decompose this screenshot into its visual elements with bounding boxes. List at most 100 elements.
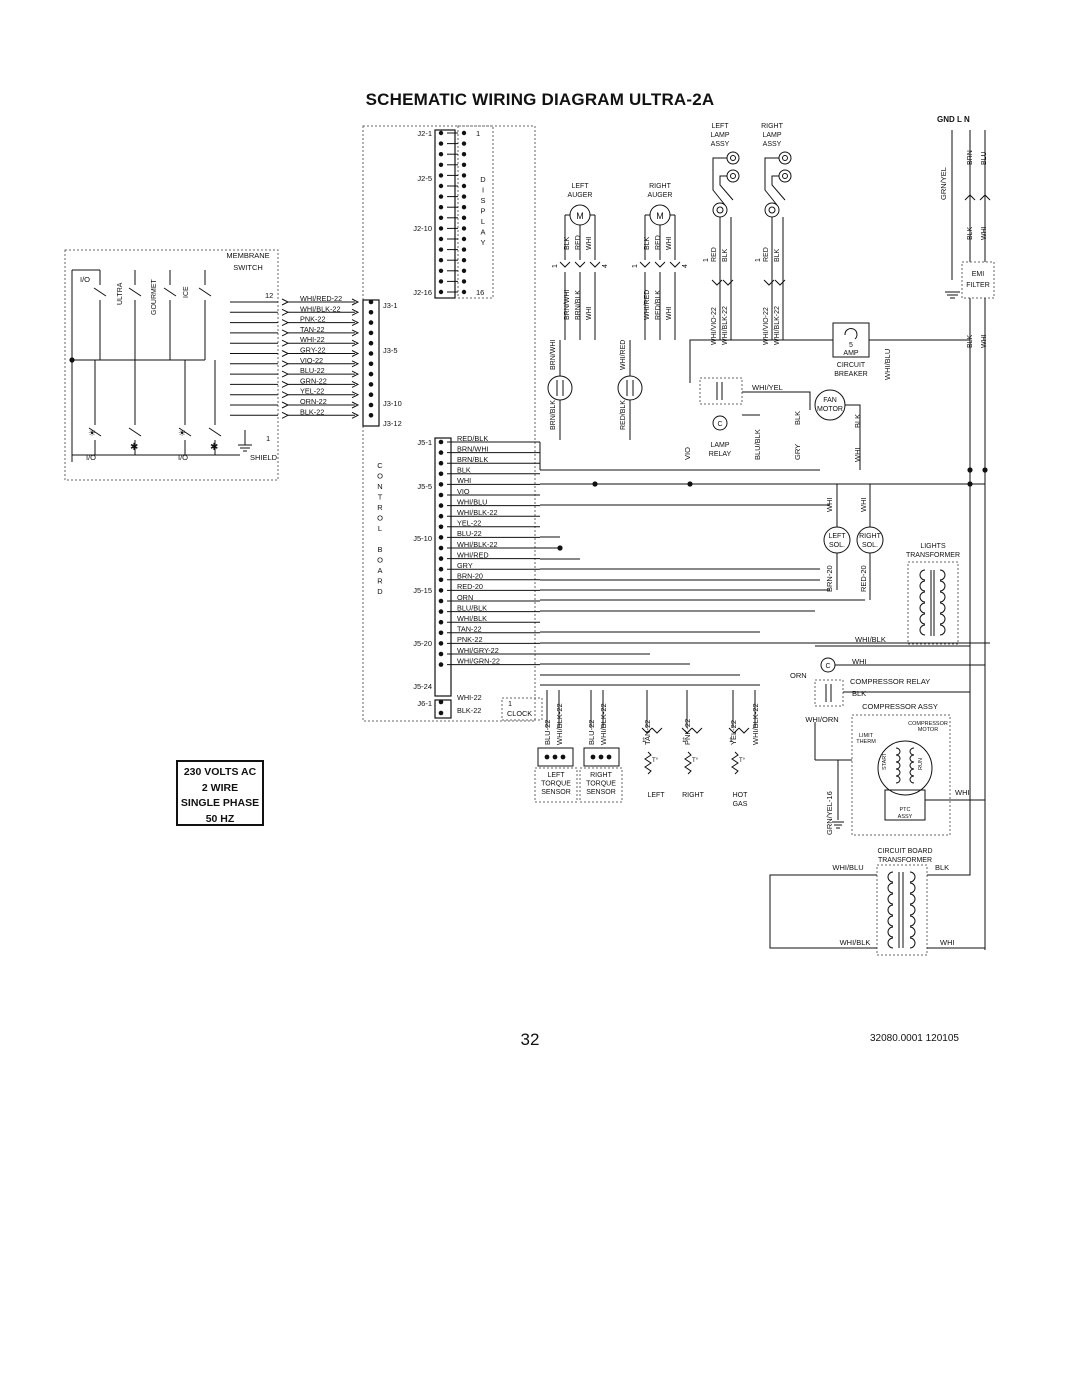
lights-transformer-label: LIGHTS	[920, 543, 946, 550]
j5-pin	[438, 662, 444, 667]
left-thermistor-pin: 1	[642, 737, 646, 744]
j2-pin-left	[438, 130, 444, 136]
j5-wire-label: RED/BLK	[457, 434, 488, 443]
j5-pin	[438, 492, 444, 498]
membrane-label: MEMBRANE	[226, 251, 269, 260]
transformer-coil	[909, 893, 916, 905]
j6-pin	[438, 710, 444, 716]
right-lamp-assy-lead	[771, 175, 786, 201]
switch-ice-contact	[163, 287, 177, 297]
membrane-wire-label: GRN-22	[300, 376, 327, 385]
hot-gas-thermistor-pin: 1	[729, 737, 733, 744]
pin-1-label: 1	[266, 434, 270, 443]
control-board-letter: O	[377, 472, 383, 481]
io-bottom-label-2: I/O	[178, 453, 188, 462]
display-letter: D	[480, 175, 486, 184]
compressor-motor-label: MOTOR	[918, 727, 938, 733]
switch-ice-2-contact	[198, 287, 212, 297]
j5-pin	[438, 556, 444, 561]
bottom-switch-light-left-contact	[128, 427, 142, 437]
grn-yel-label: GRN/YEL	[939, 167, 948, 200]
right-auger-wire-label: RED	[655, 235, 662, 250]
whi-orn-label: WHI/ORN	[805, 715, 838, 724]
harness-chevron	[351, 329, 360, 337]
j2-pin-right	[461, 152, 467, 157]
left-lamp-assy-socket-inner	[730, 173, 736, 179]
vio-label: VIO	[683, 447, 692, 460]
right-solenoid-label: RIGHT	[859, 533, 882, 540]
right-auger-capacitor-label: RED/BLK	[620, 400, 627, 430]
connector-chevron	[711, 279, 734, 286]
right-auger-capacitor	[617, 375, 643, 401]
power-wire: 2 WIRE	[201, 781, 239, 794]
membrane-switch-outline	[64, 249, 279, 481]
j5-wire-label: TAN-22	[457, 625, 482, 634]
harness-chevron	[281, 370, 290, 378]
control-board-letter: O	[377, 556, 383, 565]
j2-pin-label: J2-1	[417, 129, 432, 138]
document-id: 32080.0001 120105	[870, 1033, 959, 1044]
power-spec-box: 230 VOLTS AC 2 WIRE SINGLE PHASE 50 HZ	[176, 760, 264, 826]
j3-pin-label: J3-1	[383, 301, 398, 310]
right-lamp-assy-label: RIGHT	[761, 123, 784, 130]
control-board-letter: R	[377, 577, 383, 586]
membrane-wire-label: WHI/BLK-22	[300, 304, 341, 313]
j5-pin	[438, 513, 444, 519]
right-lamp-assy-lead	[764, 157, 779, 206]
j5-pin	[438, 471, 444, 477]
led-icon-right: ☀	[178, 428, 186, 438]
page-number: 32	[520, 1030, 540, 1049]
transformer-coil	[887, 915, 894, 927]
harness-chevron	[281, 391, 290, 399]
j2-pin-left	[438, 183, 444, 189]
thermistor-hot-label: HOT	[733, 792, 749, 799]
gnd-l-n-header: GND L N	[937, 115, 970, 124]
lamp-wire-label: RED	[711, 247, 718, 262]
harness-chevron	[281, 380, 290, 388]
motor-winding	[909, 775, 915, 784]
j2-pin-right	[461, 130, 467, 136]
lamp-relay-label: LAMP	[710, 442, 729, 449]
whi-blk-label: WHI/BLK	[855, 635, 886, 644]
compressor-whi-label: WHI	[955, 788, 970, 797]
indicator-icon-right: ✱	[210, 442, 218, 453]
transformer-coil	[887, 926, 894, 938]
membrane-harness: WHI/RED-22WHI/BLK-22PNK-22TAN-22WHI-22GR…	[230, 294, 374, 419]
membrane-wire-label: WHI/RED-22	[300, 294, 342, 303]
display-letter: S	[480, 196, 485, 205]
left-lamp-assy-label: ASSY	[711, 141, 730, 148]
harness-chevron	[351, 380, 360, 388]
led-icon-left: ☀	[88, 428, 96, 438]
left-auger-wire-label: RED	[575, 235, 582, 250]
j2-pin-right	[461, 279, 467, 284]
cb-transformer-primary	[769, 874, 877, 949]
j5-pin	[438, 450, 444, 455]
hot-gas-thermistor-mark: T°	[739, 758, 746, 764]
j5-pin	[438, 641, 444, 646]
ptc-box	[884, 789, 926, 821]
left-thermistor	[644, 751, 652, 775]
j5-wire-label: VIO	[457, 487, 470, 496]
j5-pin	[438, 482, 444, 487]
j2-pin-right	[461, 205, 467, 210]
j5-wire-label: RED-20	[457, 582, 483, 591]
control-board-group: J2-1J2-5J2-10J2-16116DISPLAYJ3-1J3-5J3-1…	[362, 125, 536, 722]
blk-label: BLK	[967, 226, 974, 240]
j5-pin	[438, 535, 444, 540]
connector-chevron	[763, 279, 786, 286]
lamp-wire-label: RED	[763, 247, 770, 262]
relay-coil-label: C	[717, 421, 722, 428]
compressor-assy-box	[851, 714, 951, 836]
display-letter: A	[480, 228, 485, 237]
right-auger-wire-label: WHI	[666, 236, 673, 250]
sensor-pin	[606, 754, 612, 760]
transformer-coil	[939, 624, 946, 636]
membrane-wire-label: GRY-22	[300, 346, 326, 355]
membrane-wire-label: TAN-22	[300, 325, 325, 334]
j5-wire-label: BLU-22	[457, 529, 482, 538]
junction-dot	[687, 481, 693, 487]
j5-pin-label: J5-10	[413, 534, 432, 543]
whi-label: WHI	[981, 226, 988, 240]
right-auger-pin-label: 1	[632, 264, 639, 268]
sol-whi-label: WHI	[859, 497, 868, 512]
